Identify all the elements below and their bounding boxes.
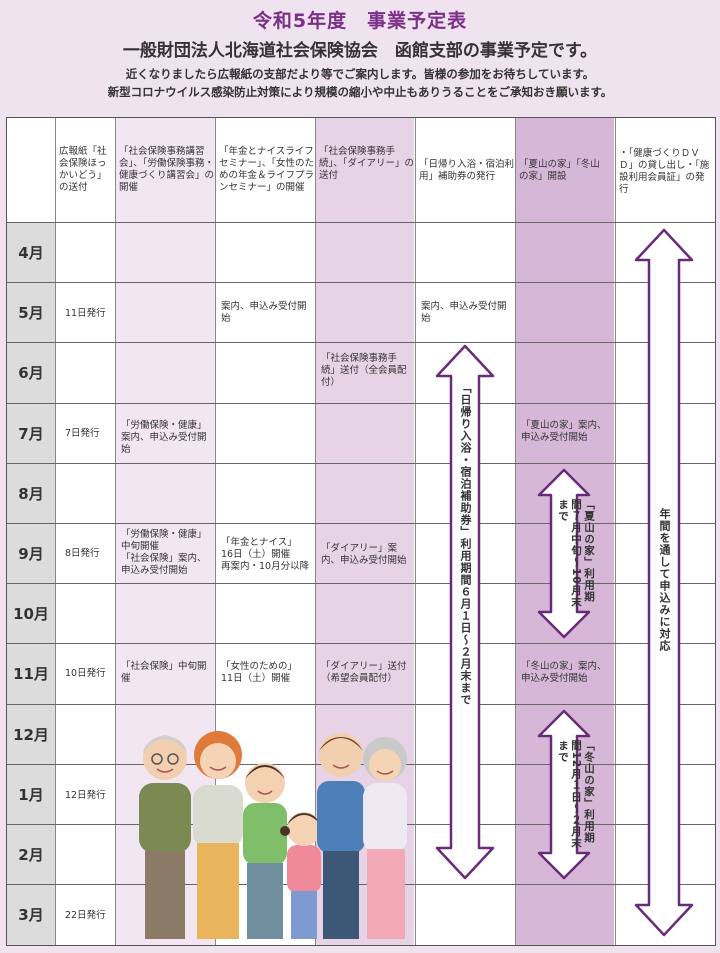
cell-sep-seminar-title: 「年金とナイス」 (221, 537, 297, 548)
yearround-label: 年間を通して申込みに対応 (658, 508, 671, 652)
header-seminar: 「年金とナイスライフセミナー」、「女性のための年金＆ライフプランセミナー」の開催 (219, 146, 315, 193)
month-oct: 10月 (7, 583, 55, 643)
header-documents: 「社会保険事務手続」、「ダイアリー」の送付 (319, 146, 415, 181)
cell-nov-diary-note: （希望会員配付） (321, 673, 398, 684)
month-jan: 1月 (7, 764, 55, 824)
month-may: 5月 (7, 282, 55, 342)
boy-figure (243, 763, 287, 939)
header-newsletter: 広報紙「社会保険ほっかいどう」の送付 (59, 146, 107, 193)
cell-nov-seminar-date: 11日（土）開催 (221, 673, 291, 684)
grandmother-figure (363, 737, 407, 939)
month-sep: 9月 (7, 523, 55, 583)
cell-jun-documents: 「社会保険事務手続」送付（全会員配付） (321, 353, 407, 388)
header-mountain-house: 「夏山の家」「冬山の家」開設 (519, 159, 600, 182)
girl-figure (280, 812, 328, 939)
month-apr: 4月 (7, 222, 55, 282)
cell-nov-seminar-title: 「女性のための」 (221, 661, 298, 672)
cell-jul-summer-house: 「夏山の家」案内、申込み受付開始 (521, 420, 607, 443)
cell-sep-lecture-social: 「社会保険」案内、申込み受付開始 (121, 553, 207, 576)
family-illustration (139, 731, 407, 939)
cell-nov-lecture: 「社会保険」中旬開催 (121, 661, 207, 684)
winter-period-arrow (537, 709, 591, 880)
summer-period-arrow (537, 468, 591, 639)
cell-sep-diary: 「ダイアリー」案内、申込み受付開始 (321, 543, 407, 566)
month-dec: 12月 (7, 704, 55, 764)
cell-mar-newsletter: 22日発行 (65, 910, 106, 921)
summer-period-label: 「夏山の家」利用期間７月中旬〜10月末まで (557, 499, 595, 608)
cell-may-bath: 案内、申込み受付開始 (421, 301, 507, 324)
cell-nov-diary: 「ダイアリー」送付 (321, 661, 407, 672)
schedule-table: 広報紙「社会保険ほっかいどう」の送付 「社会保険事務講習会」、「労働保険事務・健… (6, 117, 716, 946)
period-arrows (435, 228, 694, 937)
month-mar: 3月 (7, 884, 55, 945)
bath-period-label: 「日帰り入浴・宿泊補助券」利用期間６月１日〜２月末まで (459, 382, 472, 706)
mother-figure (193, 731, 243, 939)
cell-jan-newsletter: 12日発行 (65, 790, 106, 801)
cell-jul-newsletter: 7日発行 (65, 428, 100, 439)
notice-text-1: 近くなりましたら広報紙の支部だより等でご案内します。皆様の参加をお待ちしています… (125, 67, 595, 81)
cell-sep-lecture-health: 「労働保険・健康」中旬開催 (121, 529, 207, 552)
cell-nov-newsletter: 10日発行 (65, 668, 106, 679)
page-subtitle: 一般財団法人北海道社会保険協会 函館支部の事業予定です。 (122, 41, 598, 61)
page-title: 令和5年度 事業予定表 (252, 10, 468, 32)
grandfather-figure (139, 735, 191, 939)
header-lecture: 「社会保険事務講習会」、「労働保険事務・健康づくり講習会」の開催 (119, 146, 215, 193)
cell-may-newsletter: 11日発行 (65, 308, 106, 319)
month-jun: 6月 (7, 342, 55, 403)
header-bath-ticket: 「日帰り入浴・宿泊利用」補助券の発行 (419, 159, 515, 182)
yearround-arrow (634, 228, 694, 937)
cell-may-seminar: 案内、申込み受付開始 (221, 301, 307, 324)
cell-sep-seminar-date: 16日（土）開催 (221, 549, 291, 560)
month-jul: 7月 (7, 403, 55, 463)
header-dvd-membership: ・「健康づくりＤＶＤ」の貸し出し・「施設利用会員証」の発行 (619, 148, 710, 195)
month-aug: 8月 (7, 463, 55, 523)
cell-sep-newsletter: 8日発行 (65, 548, 100, 559)
bath-period-arrow (435, 344, 495, 880)
winter-period-label: 「冬山の家」利用期間12月１日〜２月末まで (557, 740, 595, 849)
cell-nov-winter-house: 「冬山の家」案内、申込み受付開始 (521, 661, 607, 684)
father-figure (317, 733, 365, 939)
month-nov: 11月 (7, 643, 55, 704)
notice-text-2: 新型コロナウイルス感染防止対策により規模の縮小や中止もありうることをご承知おき願… (107, 85, 613, 99)
cell-sep-seminar-reinvite: 再案内・10月分以降 (221, 561, 310, 572)
cell-jul-lecture: 「労働保険・健康」案内、申込み受付開始 (121, 420, 207, 455)
month-feb: 2月 (7, 824, 55, 884)
